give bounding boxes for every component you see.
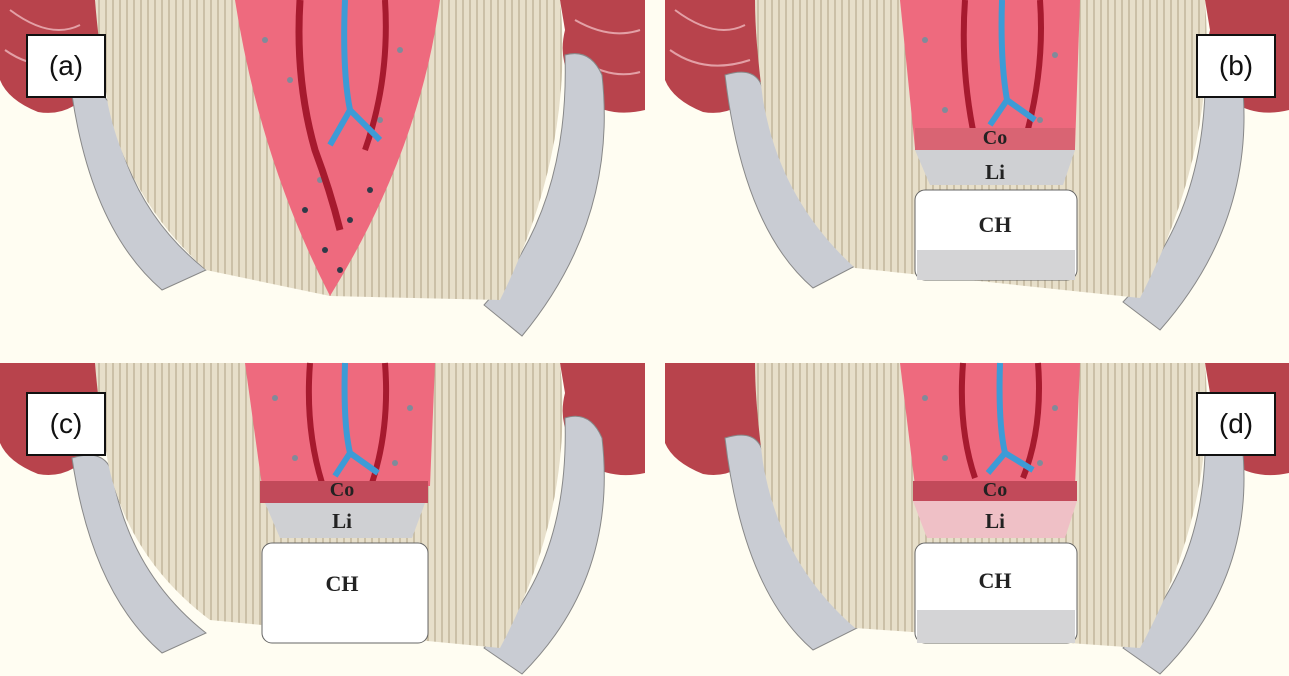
panel-label-d: (d) — [1196, 392, 1276, 456]
layer-label-co-b: Co — [975, 127, 1015, 150]
panel-label-b: (b) — [1196, 34, 1276, 98]
panel-label-c: (c) — [26, 392, 106, 456]
layer-label-ch-b: CH — [970, 212, 1020, 238]
cap-base — [917, 610, 1075, 643]
layer-label-li-b: Li — [975, 160, 1015, 185]
layer-label-co-c: Co — [322, 479, 362, 502]
panel-c — [0, 338, 645, 676]
panel-label-a: (a) — [26, 34, 106, 98]
layer-label-co-d: Co — [975, 479, 1015, 502]
pulp — [900, 0, 1080, 148]
cap-base — [917, 250, 1075, 280]
layer-label-ch-d: CH — [970, 568, 1020, 594]
panel-d — [645, 338, 1289, 676]
layer-label-li-d: Li — [975, 509, 1015, 534]
panel-b — [645, 0, 1289, 338]
layer-label-li-c: Li — [322, 509, 362, 534]
layer-label-ch-c: CH — [317, 571, 367, 597]
